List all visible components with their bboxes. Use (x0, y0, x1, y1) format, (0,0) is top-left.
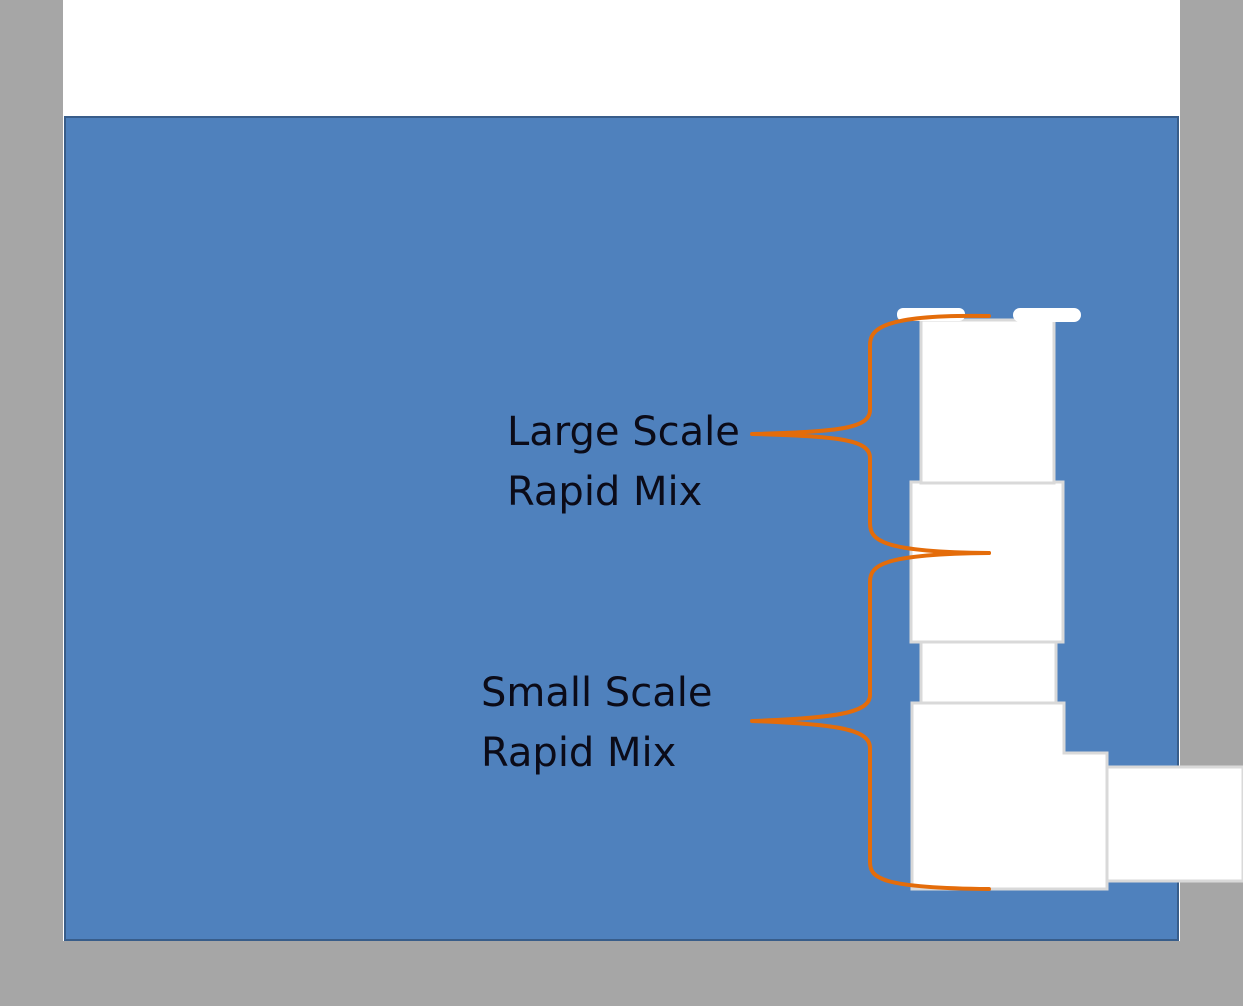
large-scale-label-line2: Rapid Mix (507, 469, 702, 515)
large-scale-label-line1: Large Scale (507, 409, 740, 455)
tank-floor (0, 941, 1243, 1006)
outlet-pipe (1104, 765, 1243, 883)
small-scale-brace (750, 551, 991, 891)
pipe-cap-right (1013, 308, 1081, 322)
small-scale-label-line2: Rapid Mix (481, 730, 676, 776)
coupling-fitting (909, 480, 1065, 644)
upper-pipe (919, 318, 1056, 485)
middle-pipe (919, 639, 1058, 705)
pipe-assembly (909, 318, 1243, 891)
tank-left-wall (0, 0, 63, 1006)
large-scale-brace (750, 313, 991, 555)
elbow-fitting (910, 701, 1109, 891)
small-scale-label-line1: Small Scale (481, 670, 712, 716)
